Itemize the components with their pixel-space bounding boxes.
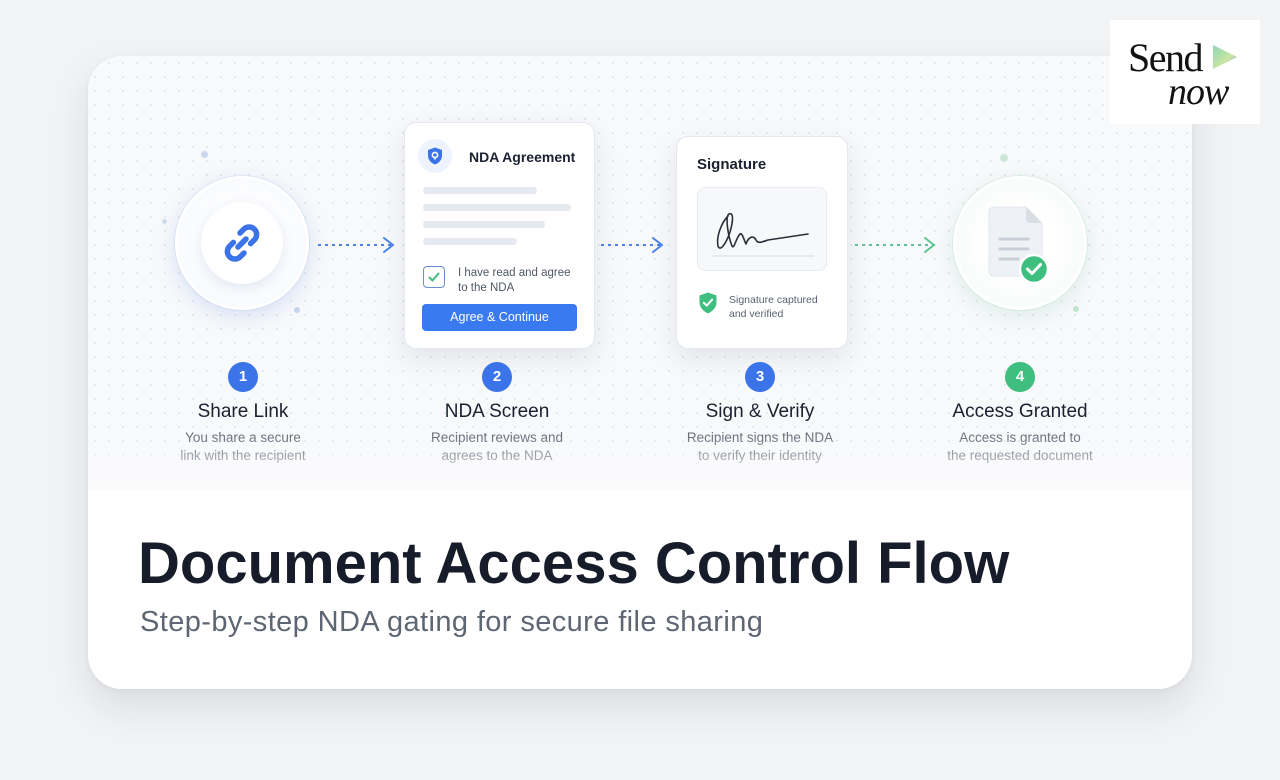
flow-diagram: NDA Agreement I have read and agree to t… xyxy=(88,56,1192,491)
placeholder-text-line xyxy=(423,221,545,228)
step-4-description: Access is granted to the requested docum… xyxy=(900,429,1140,465)
nda-agreement-card: NDA Agreement I have read and agree to t… xyxy=(404,122,595,349)
checkmark-icon xyxy=(428,272,440,282)
nda-agree-checkbox[interactable] xyxy=(423,266,445,288)
signature-icon xyxy=(712,212,814,257)
step-1-desc-line2: link with the recipient xyxy=(180,448,306,463)
link-icon xyxy=(224,224,260,262)
shield-icon xyxy=(428,147,442,165)
placeholder-text-line xyxy=(423,204,571,211)
page-title: Document Access Control Flow xyxy=(138,531,1010,596)
verified-shield-icon xyxy=(699,292,717,314)
signature-card-title: Signature xyxy=(697,156,767,173)
brand-word-send: Send xyxy=(1128,35,1204,80)
decor-dot xyxy=(201,151,208,158)
brand-logo: Send now xyxy=(1110,20,1260,124)
signature-status: Signature captured and verified xyxy=(729,293,818,321)
share-link-node xyxy=(175,176,309,310)
decor-dot xyxy=(1000,154,1008,162)
nda-agree-line1: I have read and agree xyxy=(458,267,571,279)
step-1-title: Share Link xyxy=(197,401,289,422)
step-3-title: Sign & Verify xyxy=(705,401,815,422)
signature-card: Signature Signature captured and verifie… xyxy=(676,136,848,349)
page-subtitle: Step-by-step NDA gating for secure file … xyxy=(140,606,764,638)
signature-status-line2: and verified xyxy=(729,308,784,320)
flow-arrow-3 xyxy=(855,237,935,253)
step-3-description: Recipient signs the NDA to verify their … xyxy=(640,429,880,465)
step-1-desc-line1: You share a secure xyxy=(185,430,301,445)
signature-status-line1: Signature captured xyxy=(729,294,818,306)
signature-pad[interactable] xyxy=(697,187,827,271)
step-1-description: You share a secure link with the recipie… xyxy=(123,429,363,465)
nda-card-title: NDA Agreement xyxy=(469,149,576,165)
decor-dot xyxy=(162,219,167,224)
brand-word-now: now xyxy=(1168,71,1229,113)
access-granted-node xyxy=(953,176,1087,310)
step-4-desc-line2: the requested document xyxy=(947,448,1093,463)
step-1-badge: 1 xyxy=(228,362,258,392)
flow-card: NDA Agreement I have read and agree to t… xyxy=(88,56,1192,689)
placeholder-text-line xyxy=(423,238,517,245)
step-3-desc-line1: Recipient signs the NDA xyxy=(686,430,834,445)
document-check-icon xyxy=(988,206,1050,285)
step-4-badge: 4 xyxy=(1005,362,1035,392)
step-3-desc-line2: to verify their identity xyxy=(698,448,822,463)
step-2-description: Recipient reviews and agrees to the NDA xyxy=(377,429,617,465)
brand-play-icon xyxy=(1213,45,1237,69)
step-2-desc-line2: agrees to the NDA xyxy=(441,448,553,463)
step-2-desc-line1: Recipient reviews and xyxy=(430,430,564,445)
step-4-desc-line1: Access is granted to xyxy=(959,430,1081,445)
step-3-badge: 3 xyxy=(745,362,775,392)
placeholder-text-line xyxy=(423,187,537,194)
nda-shield-badge xyxy=(418,139,452,173)
flow-arrow-1 xyxy=(318,237,394,253)
share-link-icon-circle xyxy=(201,202,283,284)
step-4-title: Access Granted xyxy=(952,401,1088,422)
agree-continue-button[interactable]: Agree & Continue xyxy=(422,304,577,331)
flow-arrow-2 xyxy=(601,237,663,253)
decor-dot xyxy=(294,307,300,313)
step-2-badge: 2 xyxy=(482,362,512,392)
nda-agree-label: I have read and agree to the NDA xyxy=(458,266,571,296)
decor-dot xyxy=(1073,306,1079,312)
nda-agree-line2: to the NDA xyxy=(458,282,515,294)
step-2-title: NDA Screen xyxy=(444,401,550,422)
